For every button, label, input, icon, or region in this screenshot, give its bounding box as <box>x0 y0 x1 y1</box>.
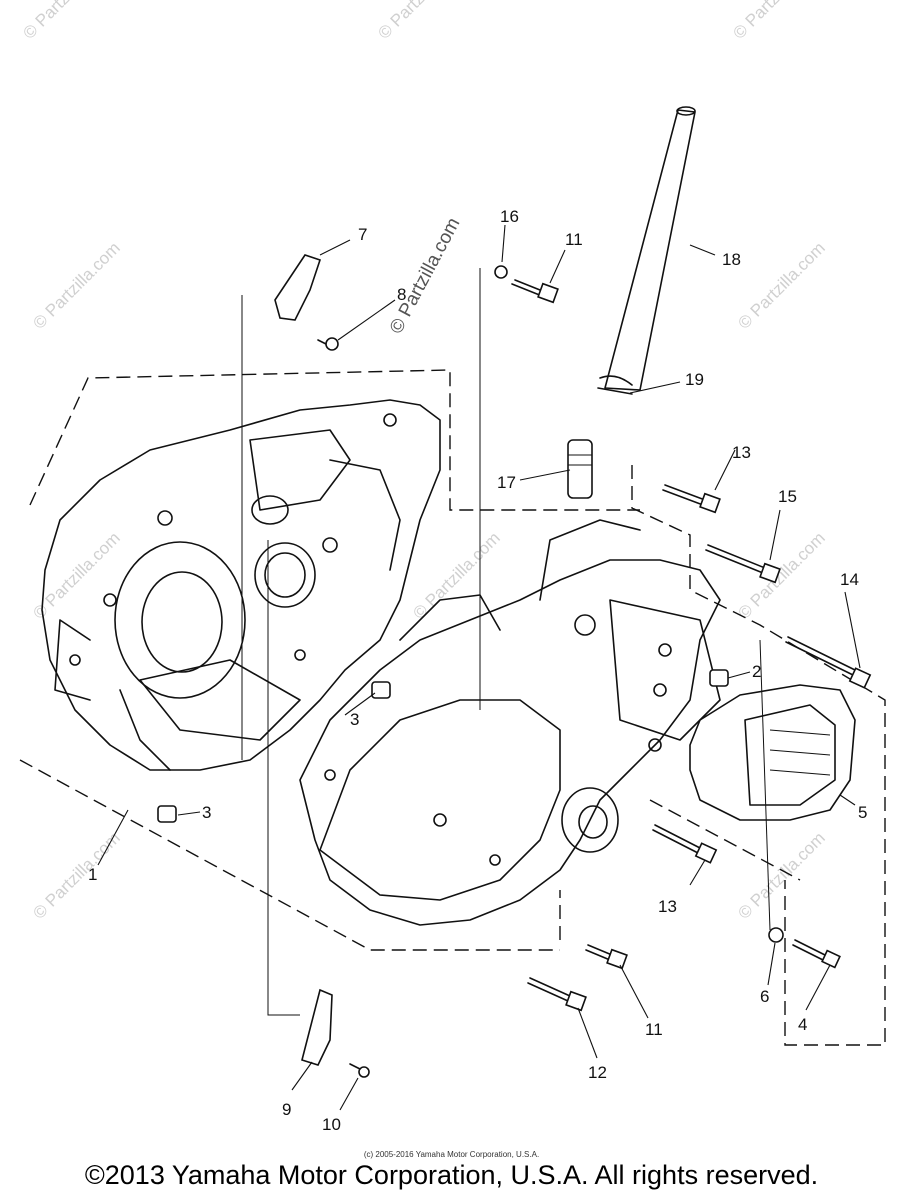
crankcase-cover <box>689 684 856 821</box>
callout-12: 12 <box>588 1063 607 1082</box>
watermark: © Partzilla.com <box>729 0 823 43</box>
small-copyright: (c) 2005-2016 Yamaha Motor Corporation, … <box>363 1150 540 1159</box>
callout-8: 8 <box>397 285 406 304</box>
callouts: 1 2 3 3 4 5 6 7 8 9 10 11 11 12 13 13 14… <box>88 207 867 1134</box>
callout-5: 5 <box>858 803 867 822</box>
watermarks: © Partzilla.com © Partzilla.com © Partzi… <box>19 0 828 923</box>
callout-16: 16 <box>500 207 519 226</box>
left-crankcase <box>41 399 441 771</box>
watermark-center: © Partzilla.com <box>386 214 465 337</box>
callout-11: 11 <box>645 1020 663 1039</box>
callout-18: 18 <box>722 250 741 269</box>
breather-hose <box>599 106 696 391</box>
callout-10: 10 <box>322 1115 341 1134</box>
callout-3: 3 <box>202 803 211 822</box>
callout-13: 13 <box>658 897 677 916</box>
callout-13: 13 <box>732 443 751 462</box>
watermark: © Partzilla.com <box>29 528 123 622</box>
right-crankcase <box>299 519 721 926</box>
assembly-dashed-lines <box>19 369 886 1046</box>
guide-lines <box>241 268 771 1016</box>
bolts <box>157 254 872 1078</box>
watermark: © Partzilla.com <box>374 0 468 43</box>
callout-15: 15 <box>778 487 797 506</box>
callout-17: 17 <box>497 473 516 492</box>
watermark: © Partzilla.com <box>409 528 503 622</box>
callout-7: 7 <box>358 225 367 244</box>
watermark: © Partzilla.com <box>734 238 828 332</box>
watermark: © Partzilla.com <box>19 0 113 43</box>
callout-11: 11 <box>565 230 583 249</box>
watermark: © Partzilla.com <box>734 528 828 622</box>
callout-4: 4 <box>798 1015 807 1034</box>
watermark: © Partzilla.com <box>734 828 828 922</box>
callout-2: 2 <box>752 662 761 681</box>
callout-14: 14 <box>840 570 859 589</box>
callout-9: 9 <box>282 1100 291 1119</box>
callout-3: 3 <box>350 710 359 729</box>
leader-lines <box>97 224 861 1111</box>
breather-fitting <box>567 439 593 499</box>
callout-19: 19 <box>685 370 704 389</box>
callout-6: 6 <box>760 987 769 1006</box>
callout-1: 1 <box>88 865 97 884</box>
watermark: © Partzilla.com <box>29 238 123 332</box>
main-copyright: ©2013 Yamaha Motor Corporation, U.S.A. A… <box>84 1160 819 1190</box>
